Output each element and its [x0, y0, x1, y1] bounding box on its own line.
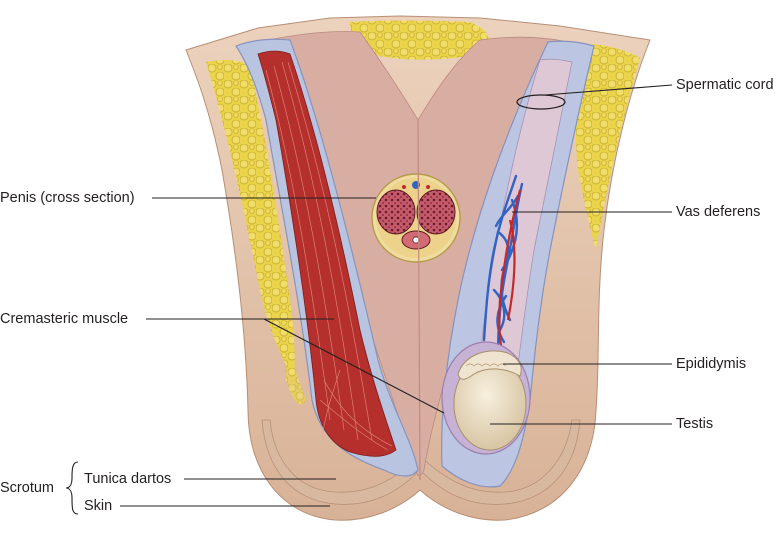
label-scrotum: Scrotum	[0, 480, 54, 496]
cremasteric-muscle-fibers	[257, 50, 397, 457]
fat-layer-right	[575, 44, 640, 250]
label-cremasteric-muscle: Cremasteric muscle	[0, 311, 129, 327]
fat-layer-left	[206, 59, 295, 380]
penis-cross-section-shape	[371, 173, 461, 263]
label-skin: Skin	[84, 498, 113, 514]
spermatic-cord-ring	[516, 94, 566, 110]
label-penis-cross-section: Penis (cross section)	[0, 190, 135, 206]
epididymis-coils	[465, 363, 507, 367]
label-tunica-dartos: Tunica dartos	[84, 471, 172, 487]
label-testis: Testis	[676, 416, 714, 432]
muscle-striations	[265, 61, 393, 451]
scrotum-brace	[65, 461, 79, 515]
fat-layer-lower	[286, 330, 306, 405]
leader-spermatic-cord	[544, 84, 673, 96]
label-spermatic-cord: Spermatic cord	[676, 77, 774, 93]
label-epididymis: Epididymis	[676, 356, 747, 372]
label-vas-deferens: Vas deferens	[676, 204, 761, 220]
fat-layer-top	[350, 20, 490, 60]
leader-lines	[120, 84, 673, 507]
scrotal-raphe	[417, 119, 421, 481]
leader-cremasteric-b	[263, 318, 445, 414]
